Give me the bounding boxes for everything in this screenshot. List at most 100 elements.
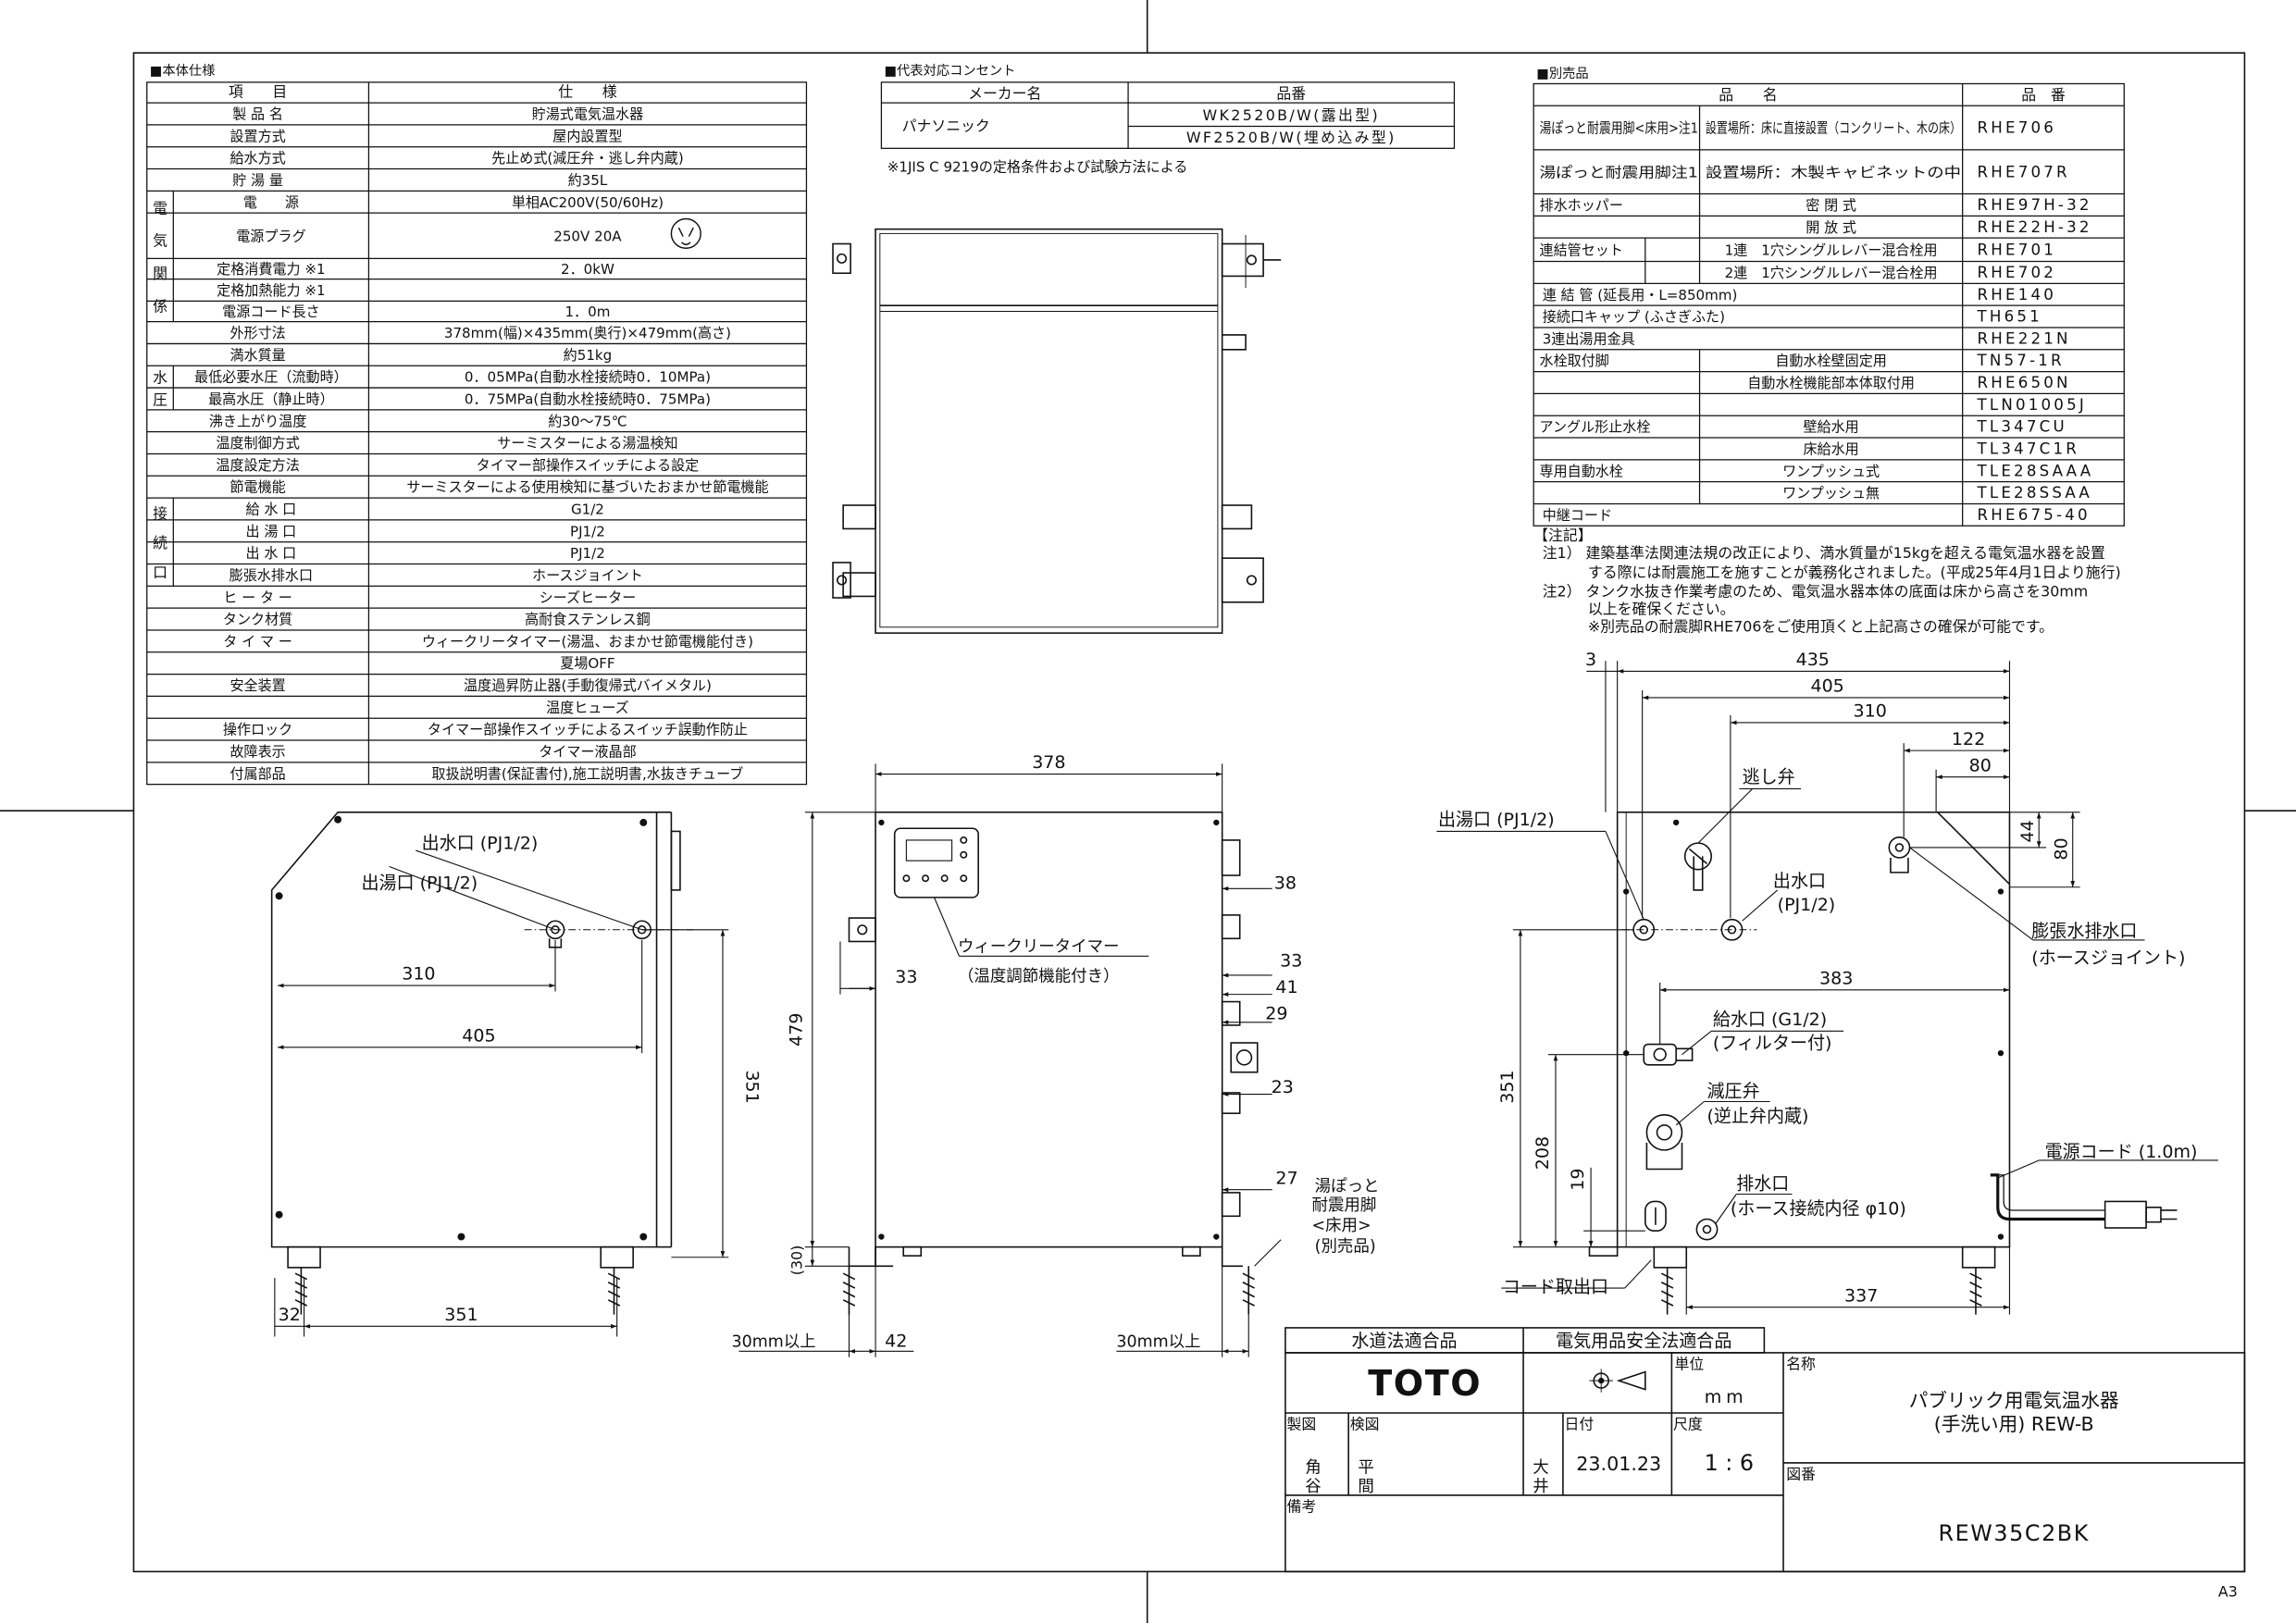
label-legs-4: (別売品) (1315, 1237, 1376, 1256)
spec-header-value: 仕 様 (558, 83, 617, 101)
parts-row-name: 3連出湯用金具 (1543, 330, 1635, 347)
unit-label: 単位 (1675, 1355, 1705, 1372)
dim-back-122: 122 (1952, 729, 1985, 750)
parts-row-desc: 2連 1穴シングルレバー混合栓用 (1725, 265, 1938, 281)
spec-row-value: 温度過昇防止器(手動復帰式バイメタル) (464, 677, 712, 694)
spec-table: ■本体仕様 項 目仕 様製 品 名貯湯式電気温水器設置方式屋内設置型給水方式先止… (146, 63, 808, 786)
spec-group-denki: 関 (153, 265, 168, 282)
spec-row-value: サーミスターによる使用検知に基づいたおまかせ節電機能 (406, 479, 768, 496)
dim-front-33a: 33 (895, 967, 917, 987)
spec-row-label: 定格加熱能力 ※1 (217, 282, 325, 299)
spec-row-label: 給水方式 (230, 150, 285, 167)
parts-row-name: 水栓取付脚 (1540, 353, 1609, 369)
parts-row-name: 連結管セット (1540, 242, 1623, 258)
title-block: 水道法適合品 電気用品安全法適合品 TOTO 単位 mm 名称 パブリック用電気… (1285, 1327, 2246, 1573)
parts-row-desc: 自動水栓壁固定用 (1775, 353, 1887, 369)
dim-back-208: 208 (1533, 1136, 1553, 1170)
label-weekly-timer-sub: （温度調節機能付き） (958, 967, 1120, 985)
unit-value: mm (1705, 1387, 1748, 1407)
note-2: 注2） タンク水抜き作業考慮のため、電気温水器本体の底面は床から高さを30mm (1543, 582, 2089, 600)
spec-group-setsuzoku: 続 (153, 534, 168, 551)
spec-row-label: タ イ マ ー (223, 633, 292, 650)
spec-group-denki: 電 (153, 199, 168, 217)
spec-row-label: 給 水 口 (245, 502, 296, 518)
spec-row-label: 出 水 口 (245, 545, 296, 562)
spec-row-value: 378mm(幅)×435mm(奥行)×479mm(高さ) (444, 325, 731, 341)
dim-left-bottom-351: 351 (444, 1305, 478, 1325)
spec-row-label: 最高水圧（静止時） (208, 391, 334, 408)
date-label: 日付 (1565, 1415, 1595, 1432)
parts-row-number: RHE97H-32 (1978, 196, 2092, 214)
made-label: 製図 (1287, 1415, 1317, 1432)
outlet-note: ※1JIS C 9219の定格条件および試験方法による (887, 159, 1188, 176)
parts-row-number: TLN01005J (1977, 396, 2087, 414)
parts-row-number: RHE675-40 (1978, 506, 2091, 524)
sheet-frame (132, 52, 2246, 1573)
name-label: 名称 (1786, 1355, 1816, 1372)
spec-group-setsuzoku: 接 (153, 504, 168, 522)
spec-row-value: 0．75MPa(自動水栓接続時0．75MPa) (465, 391, 711, 408)
parts-row-desc: 開 放 式 (1806, 219, 1856, 236)
spec-row-label: 設置方式 (230, 128, 285, 144)
dim-front-41: 41 (1275, 977, 1297, 997)
dim-front-29: 29 (1265, 1004, 1287, 1024)
spec-row-label: 故障表示 (230, 743, 285, 760)
spec-row-label: 温度設定方法 (216, 457, 299, 474)
back-view-dims (1436, 661, 2218, 1315)
parts-row-desc: 設置場所：床に直接設置（コンクリート、木の床） (1706, 120, 1961, 137)
back-label-genatsu-2: (逆止弁内蔵) (1706, 1107, 1808, 1127)
spec-row-label: 電源コード長さ (222, 304, 319, 320)
spec-row-value: ウィークリータイマー(湯温、おまかせ節電機能付き) (422, 633, 753, 650)
label-legs-2: 耐震用脚 (1311, 1196, 1376, 1215)
title-std1: 水道法適合品 (1351, 1332, 1457, 1352)
parts-row-name: 排水ホッパー (1540, 197, 1623, 214)
label-min30-right: 30mm以上 (1116, 1333, 1200, 1352)
spec-row-label: 貯 湯 量 (232, 172, 283, 189)
spec-header-item: 項 目 (229, 83, 287, 101)
parts-row-name: 連 結 管 (延長用・L=850mm) (1543, 287, 1738, 304)
spec-row-label: 節電機能 (230, 479, 285, 496)
dim-front-479: 479 (787, 1013, 807, 1047)
parts-row-number: RHE701 (1978, 241, 2056, 258)
parts-row-number: TN57-1R (1977, 352, 2065, 369)
back-label-desui-2: (PJ1/2) (1778, 895, 1836, 915)
front-view-dims (738, 763, 1282, 1357)
notes-title: 【注記】 (1533, 527, 1592, 544)
label-weekly-timer: ウィークリータイマー (958, 938, 1120, 957)
dim-left-405: 405 (462, 1025, 495, 1046)
date-value: 23.01.23 (1576, 1453, 1661, 1475)
parts-row-name: 中継コード (1543, 507, 1612, 524)
third-angle-projection-icon (1589, 1369, 1646, 1393)
back-label-kyusui-1: 給水口 (G1/2) (1713, 1010, 1827, 1030)
title-std2: 電気用品安全法適合品 (1556, 1332, 1731, 1352)
parts-row-name: アングル形止水栓 (1540, 419, 1651, 436)
label-legs-1: 湯ぽっと (1315, 1177, 1380, 1196)
back-label-deyu: 出湯口 (PJ1/2) (1438, 810, 1555, 830)
spec-row-value: 約51kg (564, 347, 613, 364)
spec-row-value: 温度ヒューズ (546, 700, 629, 716)
spec-row-value: PJ1/2 (570, 545, 605, 562)
parts-row-number: TL347CU (1977, 418, 2067, 436)
parts-row-number: RHE221N (1978, 329, 2071, 347)
dim-back-351: 351 (1497, 1070, 1518, 1103)
spec-row-label: 付属部品 (230, 765, 285, 782)
note-1b: する際には耐震施工を施すことが義務化されました。(平成25年4月1日より施行) (1588, 564, 2121, 581)
parts-row-name: 接続口キャップ (ふさぎふた) (1543, 309, 1725, 326)
spec-row-label: 温度制御方式 (216, 435, 299, 452)
back-label-genatsu-1: 減圧弁 (1706, 1082, 1759, 1102)
dim-back-435: 435 (1796, 650, 1830, 670)
outlet-header-model: 品番 (1276, 84, 1306, 102)
dim-front-30: (30) (788, 1245, 806, 1276)
top-view-drawing (832, 228, 1282, 634)
parts-row-number: RHE702 (1978, 264, 2056, 281)
parts-row-desc: 自動水栓機能部本体取付用 (1747, 375, 1915, 391)
back-label-desui-1: 出水口 (1773, 872, 1826, 892)
spec-row-label: 外形寸法 (230, 325, 285, 341)
spec-row-value: 1．0m (565, 304, 610, 320)
spec-row-value: 夏場OFF (560, 655, 614, 672)
spec-row-label: 満水質量 (230, 347, 285, 364)
remarks-label: 備考 (1287, 1497, 1317, 1515)
spec-row-label: 製 品 名 (232, 106, 283, 123)
dim-back-80v: 80 (2051, 837, 2071, 860)
